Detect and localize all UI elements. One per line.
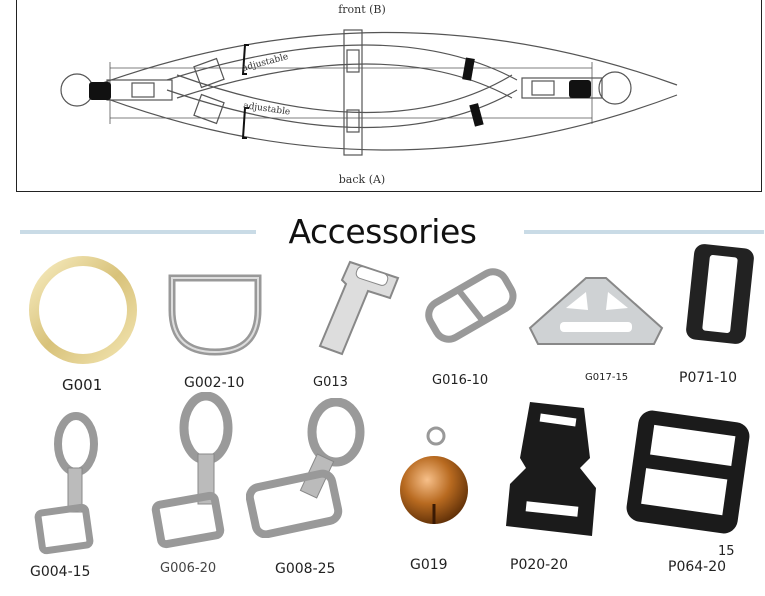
swivel-hook-image [246, 398, 365, 538]
snap-hook-image [151, 392, 233, 549]
item-size: 15 [718, 544, 735, 559]
adjustable-bottom-label: adjustable [243, 101, 291, 117]
slider-buckle-image [425, 268, 517, 343]
item-code: G013 [313, 375, 348, 390]
item-code: G001 [62, 376, 103, 394]
o-ring-image [29, 256, 137, 364]
item-code: P071-10 [679, 370, 738, 386]
right-buckle-icon [569, 80, 591, 98]
item-code: P020-20 [510, 557, 569, 573]
loop-keeper-image [686, 244, 754, 344]
harness-diagram: front (B) back (A) adjustable adjustable [16, 0, 762, 192]
bracket-image [318, 260, 400, 356]
header-divider-left [20, 230, 256, 234]
side-release-buckle-image [506, 402, 596, 536]
harness-drawing: front (B) back (A) adjustable adjustable [60, 3, 678, 186]
left-buckle-icon [89, 82, 111, 100]
tension-buckle-image [626, 410, 750, 534]
item-code: G017-15 [585, 372, 629, 383]
item-code: G004-15 [30, 564, 91, 580]
section-title: Accessories [288, 212, 477, 251]
section-header: Accessories [0, 212, 765, 251]
item-code: G006-20 [160, 561, 217, 576]
item-code: G019 [410, 557, 448, 573]
item-code: G016-10 [432, 373, 489, 388]
snap-hook-image [34, 412, 98, 555]
item-code: P064-20 [668, 559, 727, 575]
triangle-ring-image [528, 277, 664, 345]
header-divider-right [524, 230, 764, 234]
front-label: front (B) [338, 3, 386, 16]
back-label: back (A) [339, 173, 385, 186]
item-code: G002-10 [184, 375, 245, 391]
bell-image [400, 426, 468, 524]
item-code: G008-25 [275, 561, 336, 577]
d-ring-image [168, 274, 262, 356]
